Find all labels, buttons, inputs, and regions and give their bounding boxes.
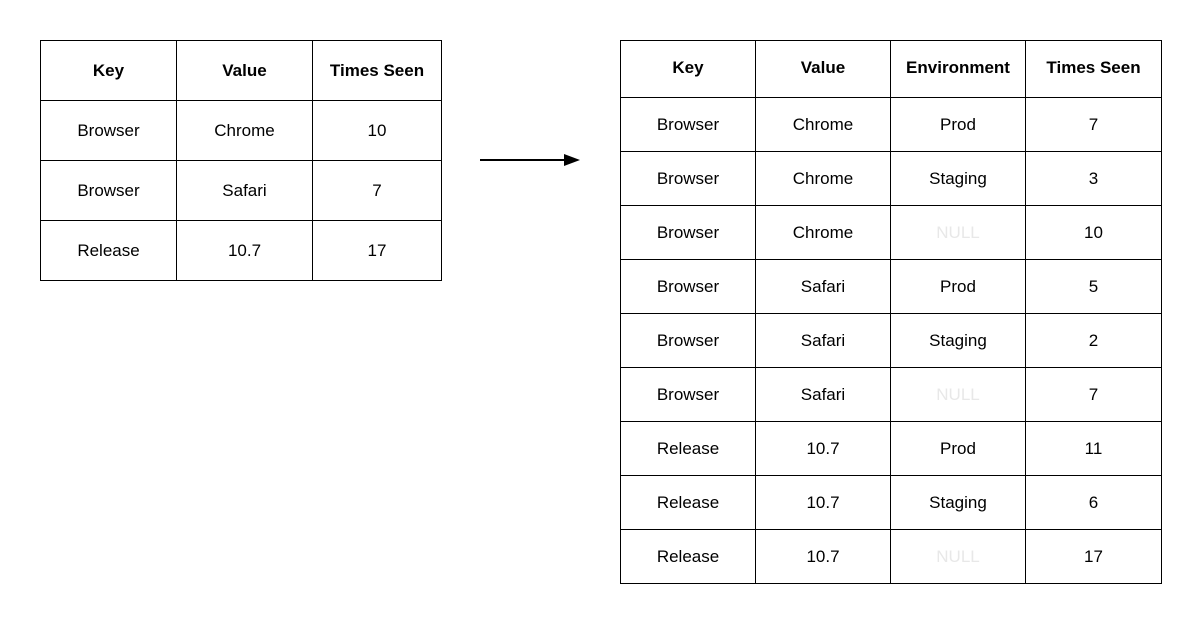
- times-seen-cell: 6: [1025, 475, 1162, 530]
- times-seen-cell: 2: [1025, 313, 1162, 368]
- table-row: Release 10.7 Staging 6: [620, 475, 1162, 530]
- key-cell: Browser: [620, 259, 756, 314]
- environment-cell: Staging: [890, 151, 1026, 206]
- environment-cell: Prod: [890, 97, 1026, 152]
- times-seen-cell: 10: [1025, 205, 1162, 260]
- value-cell: 10.7: [755, 421, 891, 476]
- times-seen-cell: 17: [312, 220, 442, 281]
- table-row: Browser Safari Staging 2: [620, 313, 1162, 368]
- environment-null-cell: NULL: [890, 205, 1026, 260]
- key-cell: Browser: [620, 367, 756, 422]
- environment-cell: Staging: [890, 475, 1026, 530]
- times-seen-cell: 11: [1025, 421, 1162, 476]
- key-cell: Browser: [620, 205, 756, 260]
- environment-cell: Prod: [890, 421, 1026, 476]
- value-cell: Safari: [755, 313, 891, 368]
- column-header-environment: Environment: [890, 40, 1026, 98]
- environment-null-cell: NULL: [890, 529, 1026, 584]
- environment-null-cell: NULL: [890, 367, 1026, 422]
- table-row: Browser Chrome Staging 3: [620, 151, 1162, 206]
- key-cell: Release: [620, 529, 756, 584]
- value-cell: Safari: [755, 367, 891, 422]
- key-cell: Browser: [40, 100, 177, 161]
- value-cell: 10.7: [755, 475, 891, 530]
- value-cell: Safari: [176, 160, 313, 221]
- times-seen-cell: 3: [1025, 151, 1162, 206]
- times-seen-cell: 5: [1025, 259, 1162, 314]
- table-row: Browser Chrome Prod 7: [620, 97, 1162, 152]
- times-seen-cell: 10: [312, 100, 442, 161]
- column-header-value: Value: [176, 40, 313, 101]
- key-cell: Release: [620, 421, 756, 476]
- key-cell: Release: [620, 475, 756, 530]
- times-seen-cell: 7: [1025, 97, 1162, 152]
- table-row: Browser Safari 7: [40, 160, 442, 221]
- column-header-times-seen: Times Seen: [312, 40, 442, 101]
- environment-cell: Prod: [890, 259, 1026, 314]
- times-seen-cell: 7: [312, 160, 442, 221]
- value-cell: Chrome: [755, 205, 891, 260]
- column-header-value: Value: [755, 40, 891, 98]
- source-table: Key Value Times Seen Browser Chrome 10 B…: [40, 40, 442, 281]
- table-row: Release 10.7 17: [40, 220, 442, 281]
- column-header-key: Key: [620, 40, 756, 98]
- table-row: Browser Safari Prod 5: [620, 259, 1162, 314]
- right-arrow-icon: [480, 154, 580, 166]
- expanded-table: Key Value Environment Times Seen Browser…: [620, 40, 1162, 584]
- table-row: Browser Safari NULL 7: [620, 367, 1162, 422]
- key-cell: Browser: [620, 313, 756, 368]
- key-cell: Release: [40, 220, 177, 281]
- table-row: Release 10.7 Prod 11: [620, 421, 1162, 476]
- table-row: Release 10.7 NULL 17: [620, 529, 1162, 584]
- times-seen-cell: 17: [1025, 529, 1162, 584]
- value-cell: 10.7: [755, 529, 891, 584]
- key-cell: Browser: [40, 160, 177, 221]
- environment-cell: Staging: [890, 313, 1026, 368]
- value-cell: Chrome: [755, 151, 891, 206]
- table-row: Browser Chrome 10: [40, 100, 442, 161]
- value-cell: Safari: [755, 259, 891, 314]
- value-cell: 10.7: [176, 220, 313, 281]
- times-seen-cell: 7: [1025, 367, 1162, 422]
- table-row: Browser Chrome NULL 10: [620, 205, 1162, 260]
- value-cell: Chrome: [176, 100, 313, 161]
- table-header-row: Key Value Environment Times Seen: [620, 40, 1162, 98]
- value-cell: Chrome: [755, 97, 891, 152]
- table-header-row: Key Value Times Seen: [40, 40, 442, 101]
- column-header-key: Key: [40, 40, 177, 101]
- key-cell: Browser: [620, 151, 756, 206]
- key-cell: Browser: [620, 97, 756, 152]
- column-header-times-seen: Times Seen: [1025, 40, 1162, 98]
